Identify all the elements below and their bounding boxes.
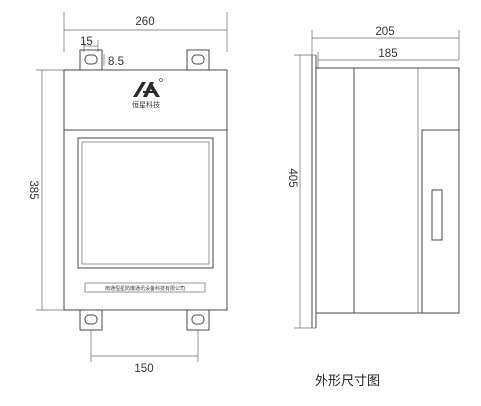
side-depth-outer-label: 205 [375, 26, 394, 38]
mounting-hole-top-left [84, 54, 98, 65]
nameplate-text: 南通恒星防爆通讯设备科技有限公司 [105, 285, 185, 292]
nameplate [84, 282, 206, 293]
mounting-tab-top-left [79, 49, 103, 71]
side-depth-outer-dimension: 205 [311, 26, 460, 60]
side-height-dimension: 405 [286, 54, 312, 329]
front-height-dimension: 385 [27, 69, 64, 311]
front-enclosure [63, 69, 228, 311]
side-door-edge [421, 129, 460, 314]
front-window-glass [81, 141, 210, 265]
mounting-hole-bottom-left [84, 314, 98, 325]
mounting-hole-bottom-right [191, 314, 205, 325]
tab-height-label: 8.5 [108, 56, 124, 68]
side-height-label: 405 [286, 168, 298, 187]
tab-dimension: 15 8.5 [80, 36, 124, 68]
hole-spacing-dimension: 150 [90, 330, 199, 375]
front-width-dimension: 260 [63, 12, 228, 52]
hole-spacing-label: 150 [134, 363, 153, 375]
side-depth-inner-dimension: 185 [317, 48, 459, 68]
mounting-hole-top-right [191, 54, 205, 65]
front-window-frame [77, 137, 214, 269]
drawing-caption: 外形尺寸图 [315, 374, 380, 389]
tab-width-label: 15 [80, 36, 93, 48]
brand-name: 恒星科技 [132, 100, 160, 109]
brand-logo: 恒星科技 [132, 78, 163, 109]
mounting-tab-bottom-right [186, 309, 210, 331]
mounting-tab-bottom-left [79, 309, 103, 331]
mounting-tab-top-right [186, 49, 210, 71]
front-width-label: 260 [135, 16, 154, 28]
side-depth-inner-label: 185 [378, 48, 397, 60]
side-latch-slot [431, 189, 443, 241]
side-view: 205 185 405 [286, 26, 460, 329]
front-height-label: 385 [27, 180, 39, 199]
front-view: 260 15 8.5 恒星科技 [27, 12, 228, 375]
